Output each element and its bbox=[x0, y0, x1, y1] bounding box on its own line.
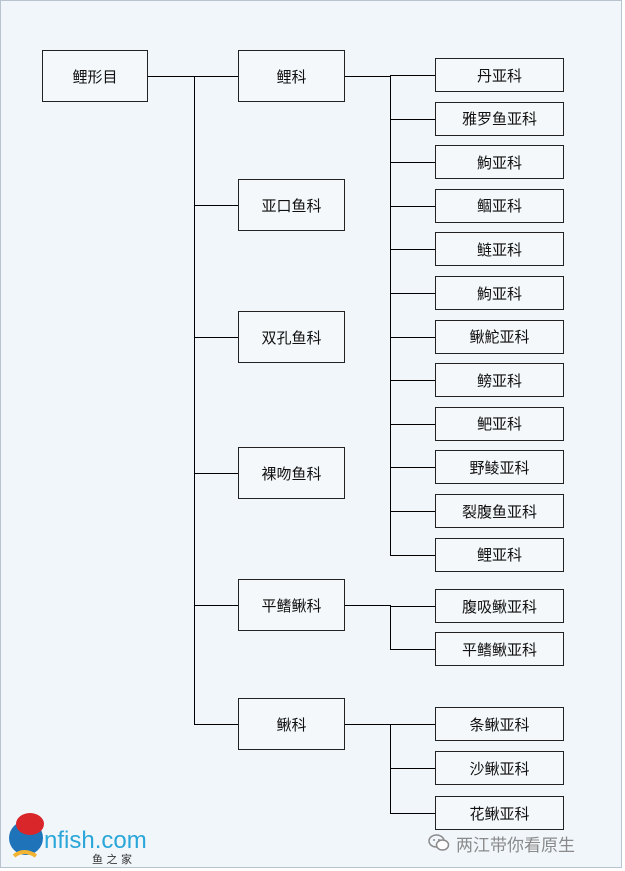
subfamily-node: 鲴亚科 bbox=[435, 188, 564, 223]
wechat-icon bbox=[428, 834, 450, 851]
subfamily-connector bbox=[390, 118, 435, 120]
subfamily-connector bbox=[390, 813, 435, 814]
subfamily-connector bbox=[390, 75, 435, 76]
subfamily-node-label: 裂腹鱼亚科 bbox=[461, 502, 537, 521]
subfamily-connector bbox=[390, 162, 435, 164]
subfamily-node-label: 鲴亚科 bbox=[476, 197, 522, 216]
subfamily-connector bbox=[390, 467, 435, 469]
family-node-label: 亚口鱼科 bbox=[261, 196, 322, 215]
subfamily-node-label: 鳅鮀亚科 bbox=[469, 328, 530, 347]
subfamily-node: 鲢亚科 bbox=[435, 232, 564, 267]
subfamily-connector bbox=[390, 293, 435, 294]
subfamily-node: 花鳅亚科 bbox=[435, 796, 564, 830]
subfamily-node-label: 花鳅亚科 bbox=[469, 804, 530, 823]
fish-logo-icon: nfish.com 鱼 之 家 bbox=[9, 813, 147, 866]
family-node: 平鳍鳅科 bbox=[238, 579, 345, 631]
subfamily-node: 鮈亚科 bbox=[435, 276, 564, 310]
subfamily-connector bbox=[390, 649, 435, 650]
subfamily-node-label: 条鳅亚科 bbox=[469, 715, 530, 734]
family-connector bbox=[194, 473, 238, 474]
subfamily-node-label: 丹亚科 bbox=[476, 66, 522, 85]
subfamily-node: 野鲮亚科 bbox=[435, 450, 564, 485]
subfamily-node: 裂腹鱼亚科 bbox=[435, 494, 564, 528]
family-branch-connector bbox=[345, 76, 390, 77]
root-connector bbox=[148, 76, 238, 77]
subfamily-connector bbox=[390, 511, 435, 512]
root-node-label: 鲤形目 bbox=[72, 67, 118, 86]
subfamily-node-label: 鳑亚科 bbox=[476, 371, 522, 390]
subfamily-node: 鳅鮀亚科 bbox=[435, 319, 564, 354]
trunk-line bbox=[194, 76, 195, 724]
subfamily-node: 平鳍鳅亚科 bbox=[435, 632, 564, 666]
subfamily-connector bbox=[390, 336, 435, 338]
subfamily-branch-line bbox=[390, 75, 391, 555]
subfamily-node-label: 鮈亚科 bbox=[476, 284, 522, 303]
family-node-label: 平鳍鳅科 bbox=[261, 596, 322, 615]
family-node: 双孔鱼科 bbox=[238, 311, 345, 363]
subfamily-node-label: 平鳍鳅亚科 bbox=[461, 640, 537, 659]
logo-subtitle: 鱼 之 家 bbox=[92, 852, 132, 866]
logo-text: nfish.com bbox=[44, 827, 147, 854]
subfamily-connector bbox=[390, 205, 435, 207]
subfamily-node: 鲤亚科 bbox=[435, 537, 564, 572]
subfamily-node: 丹亚科 bbox=[435, 58, 564, 92]
subfamily-node: 鮈亚科 bbox=[435, 145, 564, 180]
subfamily-node-label: 鲢亚科 bbox=[476, 240, 522, 259]
subfamily-node: 鲃亚科 bbox=[435, 406, 564, 441]
family-branch-connector bbox=[345, 605, 390, 606]
subfamily-connector bbox=[390, 249, 435, 251]
subfamily-connector bbox=[390, 423, 435, 425]
family-node: 鳅科 bbox=[238, 698, 345, 750]
subfamily-node-label: 鲤亚科 bbox=[476, 546, 522, 565]
watermark-text: 两江带你看原生 bbox=[456, 835, 575, 856]
family-node-label: 鳅科 bbox=[276, 715, 307, 734]
subfamily-connector bbox=[390, 768, 435, 769]
subfamily-connector bbox=[390, 380, 435, 382]
subfamily-node-label: 雅罗鱼亚科 bbox=[461, 110, 537, 129]
root-node: 鲤形目 bbox=[42, 50, 148, 102]
family-connector bbox=[194, 605, 238, 606]
family-node-label: 鲤科 bbox=[276, 67, 307, 86]
family-node: 裸吻鱼科 bbox=[238, 447, 345, 499]
family-branch-connector bbox=[345, 724, 390, 725]
subfamily-node: 腹吸鳅亚科 bbox=[435, 589, 564, 623]
subfamily-node: 鳑亚科 bbox=[435, 363, 564, 398]
family-connector bbox=[194, 724, 238, 725]
subfamily-connector bbox=[390, 606, 435, 607]
family-node-label: 双孔鱼科 bbox=[261, 328, 322, 347]
subfamily-node-label: 鮈亚科 bbox=[476, 153, 522, 172]
subfamily-node-label: 沙鳅亚科 bbox=[469, 759, 530, 778]
subfamily-connector bbox=[390, 554, 435, 556]
subfamily-node-label: 鲃亚科 bbox=[476, 415, 522, 434]
family-connector bbox=[194, 205, 238, 206]
wechat-watermark: 两江带你看原生 bbox=[428, 830, 575, 856]
family-connector bbox=[194, 337, 238, 338]
subfamily-branch-line bbox=[390, 605, 391, 649]
subfamily-node-label: 野鲮亚科 bbox=[469, 458, 530, 477]
family-node: 鲤科 bbox=[238, 50, 345, 102]
subfamily-node: 沙鳅亚科 bbox=[435, 751, 564, 785]
family-node-label: 裸吻鱼科 bbox=[261, 464, 322, 483]
subfamily-node: 条鳅亚科 bbox=[435, 707, 564, 741]
subfamily-node-label: 腹吸鳅亚科 bbox=[461, 597, 537, 616]
site-logo: nfish.com 鱼 之 家 bbox=[6, 804, 196, 866]
subfamily-node: 雅罗鱼亚科 bbox=[435, 101, 564, 136]
family-node: 亚口鱼科 bbox=[238, 179, 345, 231]
subfamily-connector bbox=[390, 724, 435, 725]
